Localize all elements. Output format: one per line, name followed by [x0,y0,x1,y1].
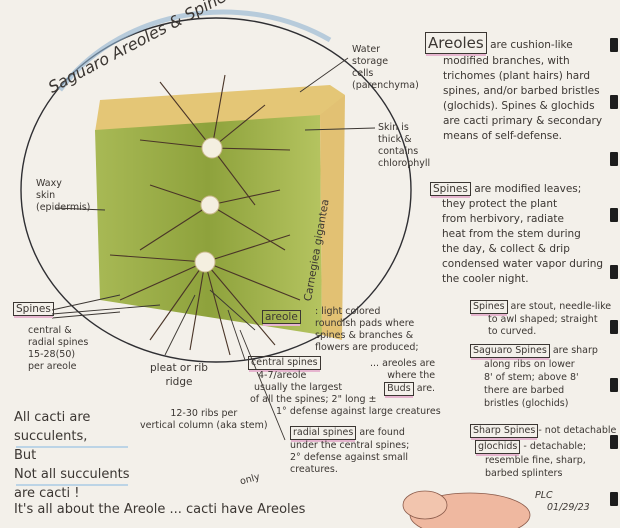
radial-spines-note: radial spines are found under the centra… [290,426,410,475]
areoles-paragraph: Areoles are cushion-like modified branch… [425,32,602,144]
signature: PLC 01/29/23 [535,490,590,513]
saguaro-spines-note: Saguaro Spines are sharp along ribs on l… [470,344,598,410]
spines [109,74,301,356]
leader-lines [51,57,376,441]
spines-shape-note: Spines are stout, needle-like to awl sha… [470,300,611,338]
succulents-note: All cacti are succulents, But Not all su… [14,410,130,501]
footer-line: It's all about the Areole ... cacti have… [14,502,306,517]
areoles [194,137,223,273]
areole-note: areole [262,310,301,325]
spines-paragraph: Spines are modified leaves; they protect… [430,182,603,287]
magnifier-circle [20,17,412,363]
cactus-green-skin [95,115,322,335]
cactus-side-flesh [320,95,345,340]
creature-sketch [402,490,531,528]
central-spines-note: central spines 4-7/areole usually the la… [248,356,441,417]
sharp-spines-note: Sharp Spines- not detachable [470,424,616,438]
spines-label: Spines [13,302,54,317]
glochids-note: glochids - detachable; resemble fine, sh… [475,440,586,480]
